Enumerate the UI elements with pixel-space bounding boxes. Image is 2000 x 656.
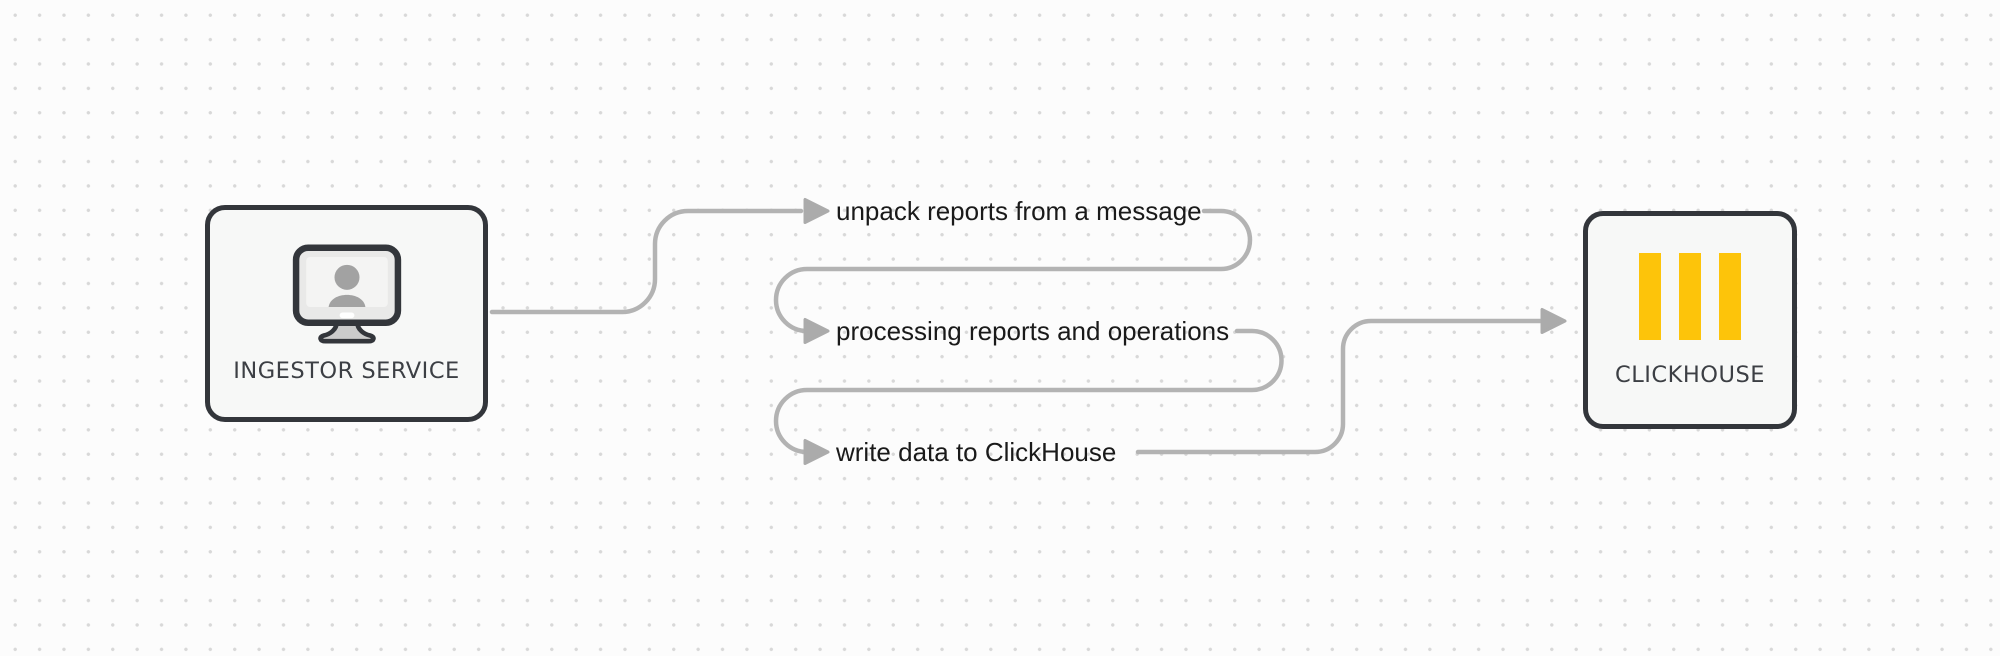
node-clickhouse: CLICKHOUSE [1583,211,1797,429]
clickhouse-label: CLICKHOUSE [1615,361,1765,388]
node-ingestor-service: INGESTOR SERVICE [205,205,488,422]
ingestor-service-label: INGESTOR SERVICE [233,357,460,384]
arrow-step-2-icon [803,318,830,344]
connector-step-2-to-step-3 [773,328,1284,455]
step-label-unpack: unpack reports from a message [836,196,1202,226]
arrow-step-3-icon [803,439,830,465]
connector-ingestor-to-step-1 [489,208,804,315]
clickhouse-bars-icon [1639,252,1741,340]
step-label-write: write data to ClickHouse [836,437,1117,467]
connector-step-3-to-clickhouse [1135,318,1543,455]
arrow-clickhouse-icon [1540,308,1567,334]
monitor-user-icon [292,243,401,344]
connector-step-1-to-step-2 [773,208,1253,334]
step-label-processing: processing reports and operations [836,316,1230,346]
arrow-step-1-icon [803,198,830,224]
